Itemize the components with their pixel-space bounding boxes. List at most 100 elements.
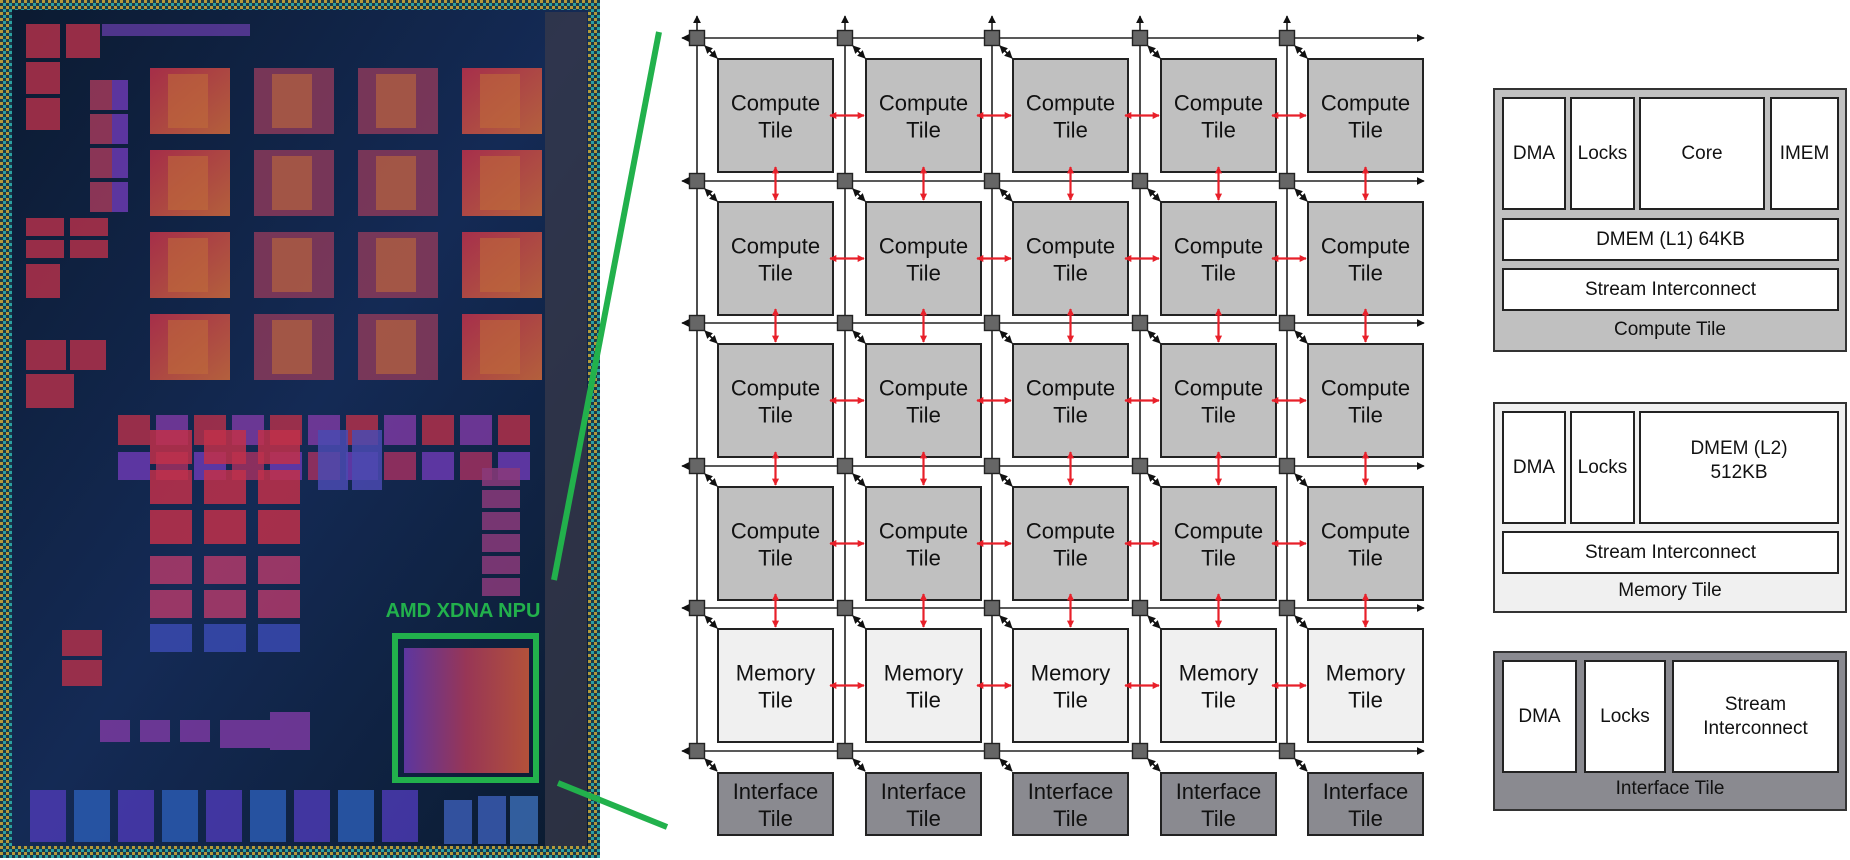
tile-label-line2: Tile — [906, 806, 941, 831]
tile-label-line2: Tile — [906, 118, 941, 143]
tile-label-line1: Compute — [1026, 91, 1115, 116]
die-block — [112, 182, 128, 212]
tile-label-line1: Compute — [1321, 376, 1410, 401]
die-block — [384, 415, 416, 445]
memory-dmem-block: DMEM (L2) 512KB — [1639, 411, 1839, 524]
tile-label-line1: Compute — [1174, 91, 1263, 116]
die-block — [376, 238, 416, 292]
compute-tile-box — [865, 201, 982, 316]
stream-switch — [1131, 599, 1149, 617]
die-block — [204, 430, 246, 464]
switch-tile-arrow — [852, 473, 866, 487]
die-block — [480, 238, 520, 292]
stream-switch — [983, 457, 1001, 475]
switch-tile-arrow — [1147, 330, 1161, 344]
tile-label-line1: Compute — [879, 91, 968, 116]
die-block — [258, 430, 300, 464]
die-block — [26, 62, 60, 94]
die-block — [220, 720, 270, 748]
stream-switch — [1278, 742, 1296, 760]
stream-switch — [836, 457, 854, 475]
compute-tile-box — [717, 201, 834, 316]
die-block — [482, 534, 520, 552]
memory-tile-title: Memory Tile — [1618, 580, 1722, 601]
memory-stream-interconnect-block: Stream Interconnect — [1502, 531, 1839, 574]
tile-label-line1: Compute — [1321, 519, 1410, 544]
npu-region — [404, 648, 529, 773]
npu-die-photo: AMD XDNA NPU — [0, 0, 600, 858]
die-block — [168, 320, 208, 374]
die-block — [118, 452, 150, 480]
die-block — [150, 624, 192, 652]
tile-label-line2: Tile — [1201, 546, 1236, 571]
compute-tile-box — [1307, 343, 1424, 458]
switch-tile-arrow — [704, 330, 718, 344]
die-block — [258, 624, 300, 652]
die-block — [498, 415, 530, 445]
zoom-callout-line-bottom — [556, 780, 669, 830]
die-block — [376, 320, 416, 374]
tile-label-line2: Tile — [758, 688, 793, 713]
tile-label-line1: Interface — [1028, 779, 1114, 804]
memory-tile-box — [717, 628, 834, 743]
stream-switch — [1278, 457, 1296, 475]
stream-switch — [836, 172, 854, 190]
switch-tile-arrow — [1294, 473, 1308, 487]
die-block — [204, 470, 246, 504]
die-block — [26, 218, 64, 236]
tile-label-line1: Compute — [879, 234, 968, 259]
die-pad-ring-bottom — [0, 846, 600, 858]
tile-label-line1: Compute — [1321, 234, 1410, 259]
die-block — [102, 24, 250, 36]
die-block — [482, 512, 520, 530]
memory-tile-detail: DMA Locks DMEM (L2) 512KB Stream Interco… — [1493, 402, 1847, 613]
stream-switch — [836, 742, 854, 760]
tile-label-line1: Interface — [1323, 779, 1409, 804]
memory-locks-block: Locks — [1570, 411, 1635, 524]
tile-label-line1: Memory — [1326, 661, 1405, 686]
die-block — [26, 340, 66, 370]
die-pad-ring-top — [0, 0, 600, 10]
stream-switch — [1278, 172, 1296, 190]
tile-label-line2: Tile — [1201, 261, 1236, 286]
switch-tile-arrow — [1294, 188, 1308, 202]
tile-label-line2: Tile — [758, 118, 793, 143]
die-block — [272, 74, 312, 128]
tile-label-line1: Compute — [1174, 519, 1263, 544]
tile-label-line2: Tile — [1053, 688, 1088, 713]
tile-label-line2: Tile — [1348, 546, 1383, 571]
npu-highlight-box — [392, 633, 539, 783]
switch-tile-arrow — [999, 758, 1013, 772]
die-block — [90, 148, 112, 178]
die-blocks — [26, 24, 542, 844]
tile-label-line2: Tile — [1348, 403, 1383, 428]
die-block — [206, 790, 242, 842]
stream-switch — [688, 29, 706, 47]
tile-label-line1: Memory — [1179, 661, 1258, 686]
die-block — [422, 415, 454, 445]
interface-tile-box — [1160, 772, 1277, 836]
die-block — [26, 264, 60, 298]
die-block — [482, 468, 520, 486]
stream-switch — [836, 599, 854, 617]
die-block — [510, 796, 538, 844]
die-pad-ring-left — [0, 0, 12, 858]
interface-locks-block: Locks — [1584, 660, 1666, 773]
switch-tile-arrow — [999, 188, 1013, 202]
tile-label-line1: Memory — [884, 661, 963, 686]
interface-tile-title: Interface Tile — [1615, 778, 1725, 799]
die-block — [70, 218, 108, 236]
stream-switch — [836, 29, 854, 47]
compute-dma-block: DMA — [1502, 97, 1566, 210]
